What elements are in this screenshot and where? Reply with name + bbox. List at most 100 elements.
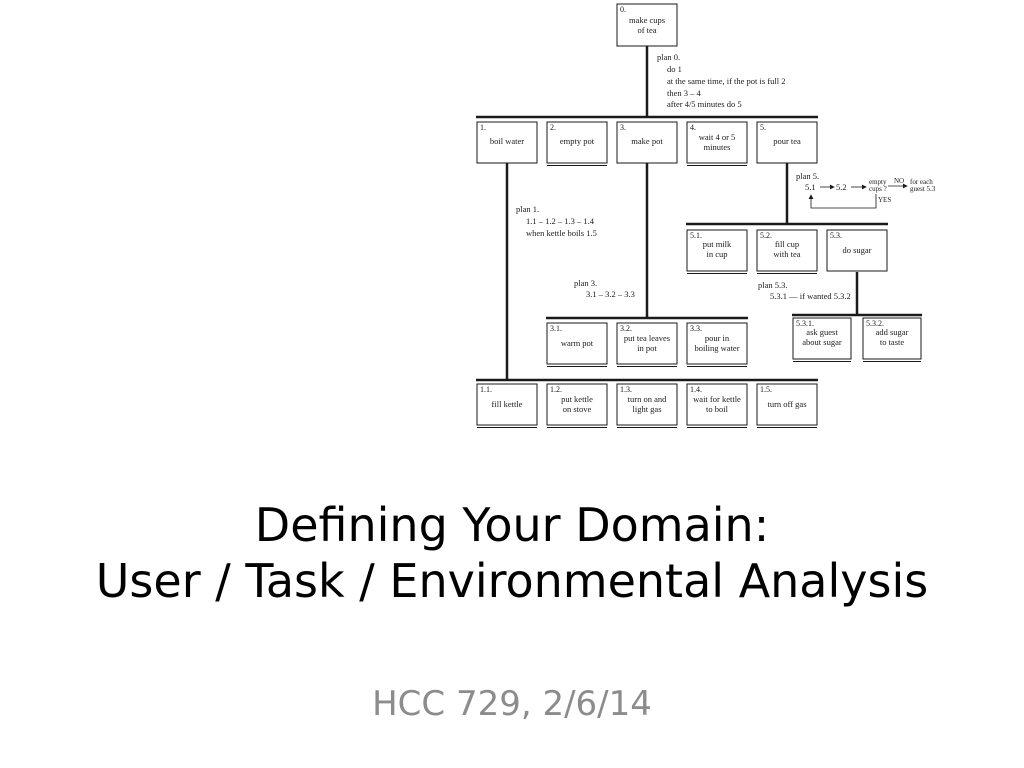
- node-3-1: 3.1. warm pot: [546, 322, 608, 367]
- svg-text:5.: 5.: [760, 123, 766, 132]
- svg-text:pour tea: pour tea: [773, 136, 801, 146]
- plan-0: plan 0. do 1 at the same time, if the po…: [657, 52, 786, 109]
- node-1-1: 1.1. fill kettle: [476, 383, 538, 428]
- node-5-2: 5.2. fill cup with tea: [756, 229, 818, 274]
- svg-text:when kettle boils 1.5: when kettle boils 1.5: [526, 228, 597, 238]
- node-1-2: 1.2. put kettle on stove: [546, 383, 608, 428]
- svg-text:1.1.: 1.1.: [480, 385, 492, 394]
- svg-text:boil water: boil water: [490, 136, 524, 146]
- slide-subtitle: HCC 729, 2/6/14: [372, 684, 652, 724]
- svg-text:of tea: of tea: [637, 25, 656, 35]
- svg-text:then 3 – 4: then 3 – 4: [667, 88, 702, 98]
- svg-text:plan 5.3.: plan 5.3.: [758, 280, 788, 290]
- node-2: 2. empty pot: [546, 121, 608, 166]
- svg-text:to boil: to boil: [706, 404, 729, 414]
- node-4: 4. wait 4 or 5 minutes: [686, 121, 748, 166]
- node-1-3: 1.3. turn on and light gas: [616, 383, 678, 428]
- svg-text:wait 4 or 5: wait 4 or 5: [699, 132, 736, 142]
- node-3-3: 3.3. pour in boiling water: [686, 322, 748, 367]
- node-1: 1. boil water: [476, 121, 538, 164]
- svg-text:put milk: put milk: [703, 239, 732, 249]
- svg-text:1.1 – 1.2 – 1.3 – 1.4: 1.1 – 1.2 – 1.3 – 1.4: [526, 216, 595, 226]
- node-0: 0. make cups of tea: [616, 3, 678, 47]
- svg-text:plan 0.: plan 0.: [657, 52, 680, 62]
- svg-text:3.1 – 3.2 – 3.3: 3.1 – 3.2 – 3.3: [586, 289, 635, 299]
- svg-text:2.: 2.: [550, 123, 556, 132]
- plan-5-3: plan 5.3. 5.3.1 — if wanted 5.3.2: [758, 280, 851, 301]
- connector-lines: [476, 46, 922, 382]
- node-5: 5. pour tea: [756, 121, 818, 164]
- svg-text:for each: for each: [910, 178, 933, 186]
- svg-text:add sugar: add sugar: [876, 327, 909, 337]
- svg-text:5.2.: 5.2.: [760, 231, 772, 240]
- svg-text:5.1.: 5.1.: [690, 231, 702, 240]
- svg-text:5.3.2.: 5.3.2.: [866, 319, 884, 328]
- svg-text:light gas: light gas: [632, 404, 661, 414]
- svg-text:in cup: in cup: [706, 249, 727, 259]
- svg-text:1.: 1.: [480, 123, 486, 132]
- svg-text:to taste: to taste: [880, 337, 905, 347]
- svg-text:make cups: make cups: [629, 15, 665, 25]
- svg-text:after 4/5 minutes do 5: after 4/5 minutes do 5: [667, 99, 742, 109]
- svg-text:pour in: pour in: [705, 333, 730, 343]
- svg-text:1.5.: 1.5.: [760, 385, 772, 394]
- svg-text:warm pot: warm pot: [561, 338, 594, 348]
- svg-text:make pot: make pot: [631, 136, 663, 146]
- svg-text:5.2: 5.2: [836, 182, 847, 192]
- svg-text:on stove: on stove: [563, 404, 592, 414]
- svg-text:turn on and: turn on and: [628, 394, 667, 404]
- svg-text:3.2.: 3.2.: [620, 324, 632, 333]
- node-5-3-1: 5.3.1. ask guest about sugar: [792, 317, 852, 362]
- slide-title: Defining Your Domain: User / Task / Envi…: [0, 497, 1024, 609]
- svg-text:5.1: 5.1: [805, 182, 816, 192]
- svg-text:boiling water: boiling water: [694, 343, 739, 353]
- svg-text:plan 3.: plan 3.: [574, 278, 597, 288]
- svg-text:ask guest: ask guest: [806, 327, 838, 337]
- svg-text:at the same time, if the pot i: at the same time, if the pot is full 2: [667, 76, 786, 86]
- node-1-4: 1.4. wait for kettle to boil: [686, 383, 748, 428]
- svg-text:in pot: in pot: [637, 343, 657, 353]
- plan-1: plan 1. 1.1 – 1.2 – 1.3 – 1.4 when kettl…: [516, 204, 597, 238]
- svg-text:5.3.1.: 5.3.1.: [796, 319, 814, 328]
- svg-text:guest 5.3: guest 5.3: [910, 185, 936, 193]
- svg-text:turn off gas: turn off gas: [767, 399, 806, 409]
- slide-title-line-2: User / Task / Environmental Analysis: [95, 554, 929, 608]
- node-5-3: 5.3. do sugar: [826, 229, 888, 272]
- node-5-1: 5.1. put milk in cup: [686, 229, 748, 274]
- plan-5: plan 5. 5.1 5.2 empty cups ? NO for each…: [796, 171, 936, 209]
- svg-text:fill kettle: fill kettle: [492, 399, 523, 409]
- svg-text:cups ?: cups ?: [869, 185, 887, 193]
- svg-text:do sugar: do sugar: [842, 245, 871, 255]
- svg-text:do 1: do 1: [667, 64, 682, 74]
- node-3-2: 3.2. put tea leaves in pot: [616, 322, 678, 367]
- svg-text:3.: 3.: [620, 123, 626, 132]
- svg-text:1.4.: 1.4.: [690, 385, 702, 394]
- svg-text:put kettle: put kettle: [561, 394, 593, 404]
- hierarchical-task-analysis-diagram: 0. make cups of tea 1. boil water 2. emp…: [476, 3, 936, 428]
- node-5-3-2: 5.3.2. add sugar to taste: [862, 317, 922, 362]
- svg-text:put tea leaves: put tea leaves: [624, 333, 670, 343]
- plan-3: plan 3. 3.1 – 3.2 – 3.3: [574, 278, 635, 299]
- svg-text:with tea: with tea: [773, 249, 800, 259]
- svg-text:fill cup: fill cup: [775, 239, 799, 249]
- node-3: 3. make pot: [616, 121, 678, 164]
- svg-text:NO: NO: [894, 177, 904, 185]
- svg-text:4.: 4.: [690, 123, 696, 132]
- svg-text:minutes: minutes: [704, 142, 731, 152]
- svg-text:plan 1.: plan 1.: [516, 204, 539, 214]
- svg-text:5.3.: 5.3.: [830, 231, 842, 240]
- svg-text:1.2.: 1.2.: [550, 385, 562, 394]
- svg-text:empty: empty: [869, 178, 887, 186]
- svg-text:0.: 0.: [620, 5, 626, 14]
- svg-text:wait for kettle: wait for kettle: [693, 394, 741, 404]
- slide-title-line-1: Defining Your Domain:: [254, 498, 770, 552]
- node-1-5: 1.5. turn off gas: [756, 383, 818, 428]
- svg-text:about sugar: about sugar: [802, 337, 842, 347]
- svg-text:5.3.1 — if wanted 5.3.2: 5.3.1 — if wanted 5.3.2: [770, 291, 851, 301]
- svg-text:3.3.: 3.3.: [690, 324, 702, 333]
- svg-text:1.3.: 1.3.: [620, 385, 632, 394]
- svg-text:empty pot: empty pot: [560, 136, 595, 146]
- svg-text:plan 5.: plan 5.: [796, 171, 819, 181]
- svg-text:YES: YES: [878, 196, 891, 204]
- svg-text:3.1.: 3.1.: [550, 324, 562, 333]
